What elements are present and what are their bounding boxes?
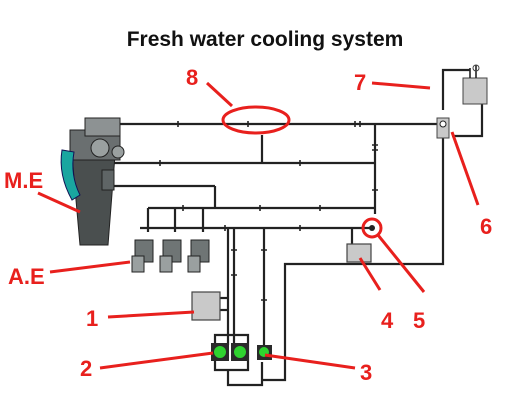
leader-8: [205, 81, 234, 108]
leader-5: [376, 234, 426, 293]
component-7-expansion-tank: [462, 64, 488, 105]
leader-1: [107, 310, 195, 319]
valve-markers: [159, 121, 378, 301]
pipe-network: [88, 68, 484, 387]
auxiliary-engines: [131, 239, 210, 273]
component-1-tank: [191, 291, 221, 321]
leader-2: [99, 351, 214, 370]
label-5: 5: [413, 308, 425, 333]
component-4-cooler: [346, 243, 372, 263]
leader-ae: [49, 260, 131, 274]
label-2: 2: [80, 356, 92, 381]
label-6: 6: [480, 214, 492, 239]
label-8: 8: [186, 65, 198, 90]
aux-engine-1: [131, 239, 154, 273]
label-7: 7: [354, 70, 366, 95]
label-1: 1: [86, 306, 98, 331]
leader-4: [358, 257, 382, 291]
leader-3: [264, 353, 356, 370]
label-ae: A.E: [8, 264, 45, 289]
leader-6: [450, 131, 480, 206]
component-5-valve: [361, 217, 383, 239]
component-3-pump: [257, 345, 272, 360]
component-2-pumps: [211, 343, 249, 361]
diagram-title: Fresh water cooling system: [127, 28, 404, 51]
aux-engine-3: [187, 239, 210, 273]
aux-engine-2: [159, 239, 182, 273]
leader-lines: [37, 81, 480, 370]
label-me: M.E: [4, 168, 43, 193]
label-4: 4: [381, 308, 394, 333]
component-8-highlight: [221, 105, 291, 135]
label-3: 3: [360, 360, 372, 385]
component-6: [436, 117, 450, 139]
leader-7: [371, 81, 431, 90]
main-engine: [60, 117, 125, 246]
leader-me: [37, 191, 81, 214]
